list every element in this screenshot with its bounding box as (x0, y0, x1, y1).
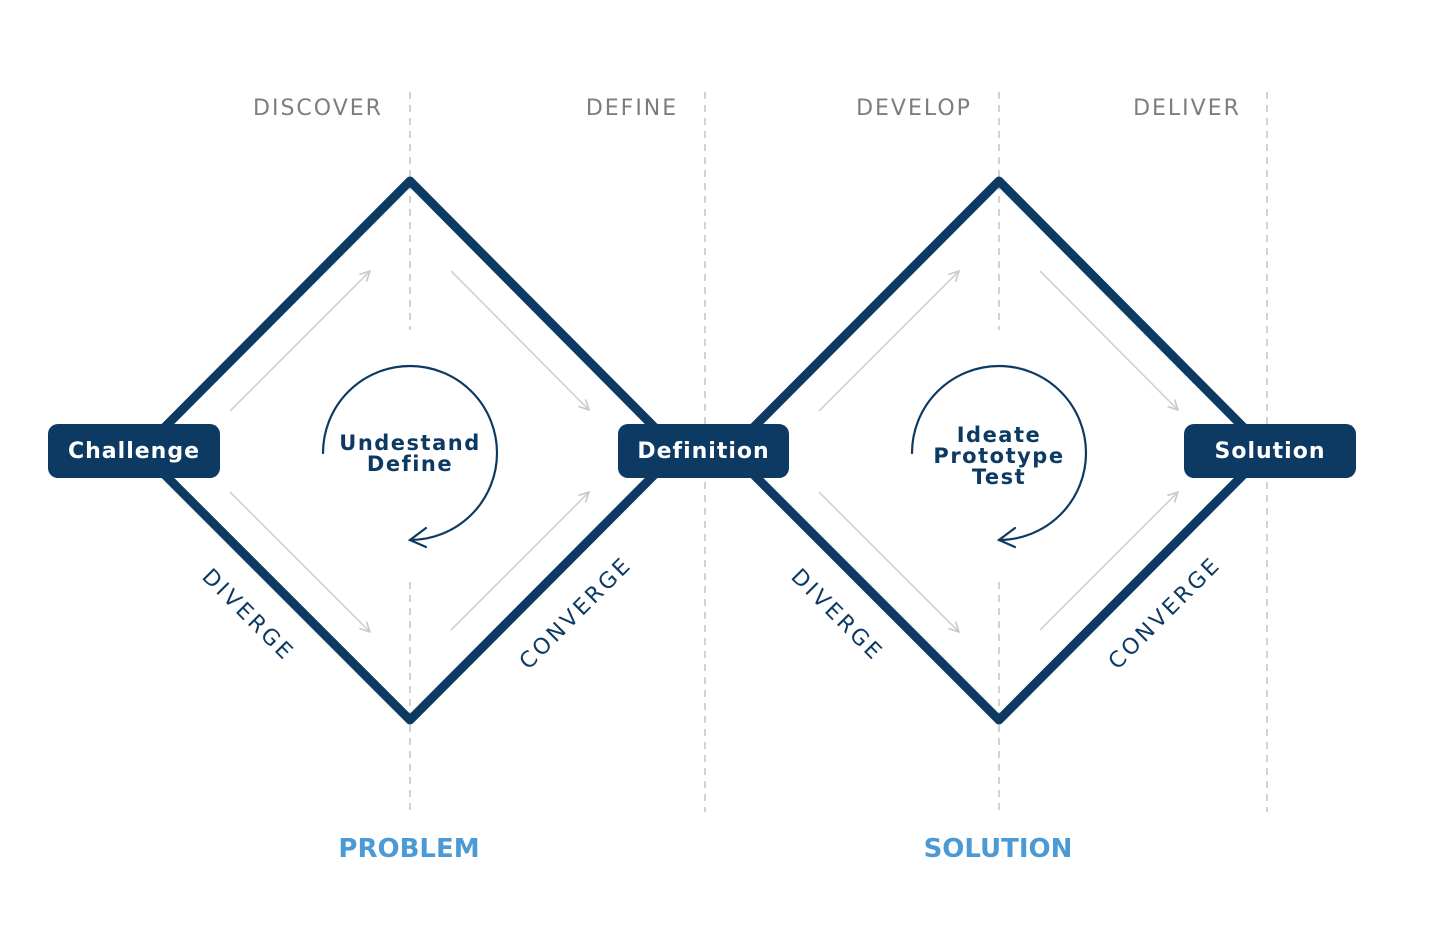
guide-lines (409, 92, 1268, 812)
problem-loop-text: Undestand Define (339, 433, 480, 475)
node-solution: Solution (1184, 424, 1356, 478)
solution-loop-line-2: Prototype (933, 444, 1065, 468)
loop-arrows (321, 364, 1088, 549)
problem-diamond (136, 176, 683, 725)
problem-loop-line-2: Define (366, 452, 454, 476)
section-label-solution: SOLUTION (923, 834, 1073, 864)
arrow-diverge-down-1 (229, 491, 370, 632)
solution-loop-text: Ideate Prototype Test (933, 425, 1064, 488)
node-definition: Definition (618, 424, 789, 478)
arrow-diverge-up-1 (229, 271, 370, 412)
arrow-converge-down-2 (1039, 270, 1178, 410)
phase-label-define: DEFINE (585, 96, 679, 121)
phase-label-discover: DISCOVER (253, 96, 383, 121)
arrow-converge-up-2 (1039, 492, 1178, 631)
problem-loop-line-1: Undestand (339, 431, 481, 455)
section-label-problem: PROBLEM (338, 834, 480, 864)
flow-arrows (229, 270, 1178, 632)
arrow-converge-up-1 (450, 492, 589, 631)
solution-loop-line-1: Ideate (956, 423, 1042, 447)
solution-loop-line-3: Test (971, 465, 1027, 489)
solution-diamond (725, 176, 1272, 725)
arrow-converge-down-1 (450, 270, 589, 410)
solution-loop-arrowhead (996, 526, 1017, 549)
phase-label-develop: DEVELOP (856, 96, 972, 121)
solution-loop-arrow (910, 364, 1088, 542)
problem-loop-arrowhead (407, 526, 428, 549)
diamonds (136, 176, 1272, 725)
node-challenge: Challenge (48, 424, 220, 478)
arrow-diverge-up-2 (818, 271, 959, 412)
arrow-diverge-down-2 (818, 491, 959, 632)
problem-loop-arrow (321, 364, 499, 542)
phase-label-deliver: DELIVER (1133, 96, 1241, 121)
